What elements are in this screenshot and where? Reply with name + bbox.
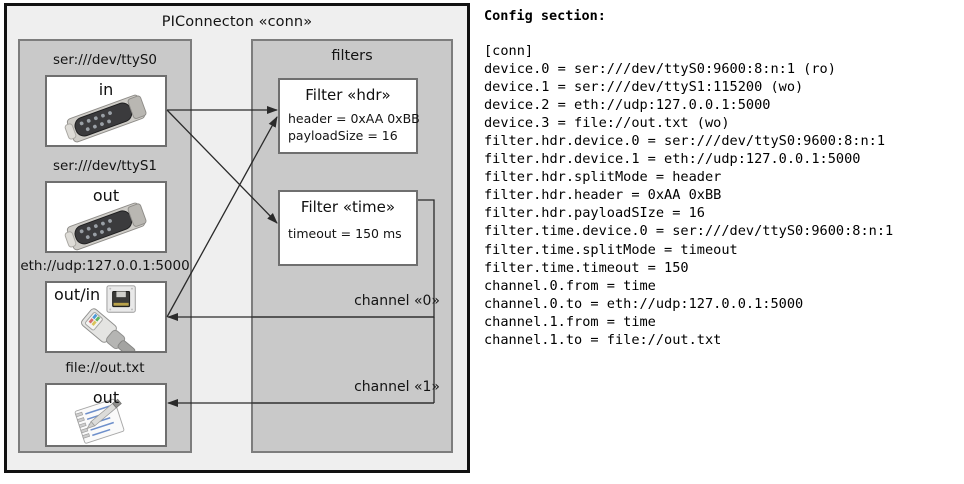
config-line: filter.hdr.splitMode = header: [484, 169, 722, 186]
filter-prop-payloadsize: payloadSize = 16: [288, 128, 398, 143]
device-caption-ttyS1: ser:///dev/ttyS1: [53, 158, 157, 174]
config-line: device.2 = eth://udp:127.0.0.1:5000: [484, 97, 771, 114]
config-line: [conn]: [484, 43, 534, 59]
filter-title-hdr: Filter «hdr»: [305, 86, 391, 104]
device-label-out: out: [92, 186, 120, 205]
config-line: device.1 = ser:///dev/ttyS1:115200 (wo): [484, 79, 804, 96]
config-line: device.0 = ser:///dev/ttyS0:9600:8:n:1 (…: [484, 61, 836, 78]
serial-db9-icon: [64, 202, 147, 251]
filter-prop-header: header = 0xAA 0xBB: [288, 111, 420, 126]
filter-title-time: Filter «time»: [300, 198, 396, 216]
config-line: filter.time.splitMode = timeout: [484, 241, 738, 258]
config-line: channel.0.to = eth://udp:127.0.0.1:5000: [484, 295, 804, 312]
ethernet-jack-icon: [81, 285, 136, 351]
config-line: channel.1.from = time: [484, 313, 656, 330]
channel-label-1: channel «1»: [354, 379, 440, 395]
config-line: device.3 = file://out.txt (wo): [484, 115, 730, 132]
filters-panel-title: filters: [331, 48, 373, 64]
device-box-ttyS0[interactable]: in: [45, 75, 167, 147]
filter-prop-timeout: timeout = 150 ms: [288, 226, 402, 241]
channel-label-0: channel «0»: [354, 293, 440, 309]
config-line: filter.hdr.header = 0xAA 0xBB: [484, 187, 722, 204]
config-line-list: [conn] device.0 = ser:///dev/ttyS0:9600:8…: [484, 42, 893, 349]
notepad-pencil-icon: [74, 398, 125, 444]
config-heading: Config section:: [484, 8, 606, 24]
device-label-in: in: [98, 80, 114, 99]
filter-box-time[interactable]: Filter «time» timeout = 150 ms: [278, 190, 418, 266]
diagram-title: PIConnecton «conn»: [161, 14, 313, 30]
config-line: channel.0.from = time: [484, 277, 656, 294]
device-caption-eth: eth://udp:127.0.0.1:5000: [20, 258, 190, 274]
device-box-file[interactable]: out: [45, 383, 167, 447]
config-line: filter.hdr.device.0 = ser:///dev/ttyS0:9…: [484, 133, 886, 150]
config-line: filter.time.device.0 = ser:///dev/ttyS0:…: [484, 223, 894, 240]
device-caption-file: file://out.txt: [65, 360, 145, 376]
filter-box-hdr[interactable]: Filter «hdr» header = 0xAA 0xBB payloadS…: [278, 78, 420, 154]
config-line: channel.1.to = file://out.txt: [484, 331, 722, 348]
device-label-out-file: out: [92, 388, 120, 407]
device-label-out-in: out/in: [54, 285, 101, 304]
architecture-diagram: PIConnecton «conn» ser:///dev/ttyS0 in: [0, 0, 478, 484]
config-line: filter.time.timeout = 150: [484, 259, 689, 276]
serial-db9-icon: [64, 94, 147, 143]
config-section: Config section: [conn] device.0 = ser:///…: [478, 0, 964, 484]
device-box-ttyS1[interactable]: out: [45, 181, 167, 253]
device-box-eth[interactable]: out/in: [45, 281, 167, 353]
config-line: filter.hdr.device.1 = eth://udp:127.0.0.…: [484, 151, 861, 168]
config-line: filter.hdr.payloadSIze = 16: [484, 205, 705, 222]
device-caption-ttyS0: ser:///dev/ttyS0: [53, 52, 157, 68]
